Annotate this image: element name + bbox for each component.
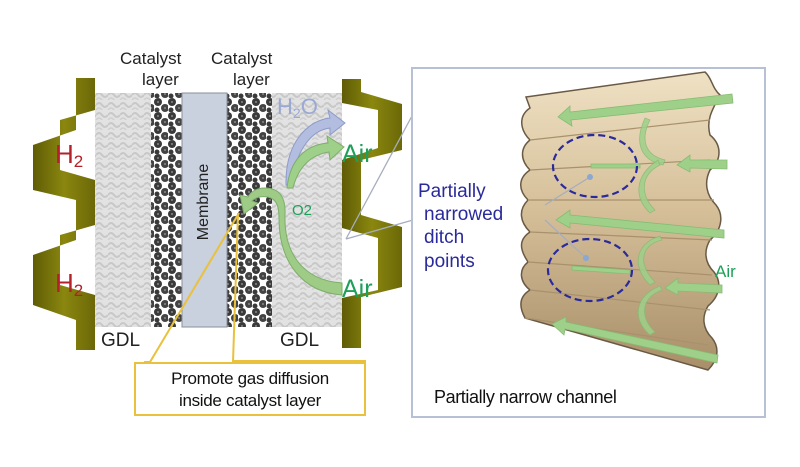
zoom-line-upper (345, 113, 414, 240)
air-arrow-to-outlet (286, 134, 345, 189)
membrane (181, 92, 228, 328)
air-arrow-1 (557, 93, 734, 127)
hydrogen-label-lower: H2 (55, 268, 84, 300)
catalyst-label-right-line1: Catalyst (211, 49, 273, 68)
ditch-marker-lower (583, 255, 589, 261)
air-curl-2 (638, 159, 661, 214)
gdl-left (95, 93, 151, 327)
air-arrow-into-catalyst (239, 187, 343, 296)
ditch-marker-upper (587, 174, 593, 180)
air-arrow-4 (555, 209, 725, 239)
ditch-label-line1: Partially (418, 181, 486, 202)
air-arrow-5 (664, 277, 723, 296)
ditch-label-line3: ditch (424, 227, 465, 248)
oxygen-label: O2 (292, 202, 313, 219)
gdl-label-left: GDL (101, 330, 141, 351)
ditch-label-line4: points (424, 251, 475, 272)
callout-text-line2: inside catalyst layer (178, 391, 322, 410)
air-curl-3 (637, 235, 663, 286)
separator-plate-right (342, 79, 402, 348)
air-flow-arrows (551, 93, 734, 364)
water-label: H2O (277, 94, 318, 121)
catalyst-label-left-line2: layer (142, 70, 179, 89)
gdl-label-right: GDL (280, 330, 320, 351)
air-label-upper: Air (342, 140, 373, 168)
air-arrow-7 (551, 316, 719, 364)
separator-plate-left (33, 78, 95, 350)
hydrogen-label-upper: H2 (55, 139, 84, 171)
panel-caption: Partially narrow channel (434, 387, 617, 407)
air-arrow-3 (590, 163, 641, 169)
zoom-line-lower (345, 219, 414, 240)
air-arrow-2 (676, 154, 728, 173)
channel-air-label: Air (715, 262, 736, 281)
air-label-lower: Air (342, 275, 373, 303)
narrowed-point-ellipse-lower (546, 237, 634, 303)
air-curl-4 (637, 285, 663, 336)
callout-box: Promote gas diffusion inside catalyst la… (134, 362, 366, 416)
air-arrow-6 (571, 265, 631, 275)
narrowed-point-ellipse-upper (551, 133, 639, 199)
catalyst-layer-left (151, 93, 182, 327)
air-curl-1 (639, 117, 666, 166)
catalyst-label-left-line1: Catalyst (120, 49, 182, 68)
ditch-leader-lower (544, 219, 587, 259)
callout-text-line1: Promote gas diffusion (171, 369, 329, 388)
ditch-label-line2: narrowed (424, 204, 504, 225)
ditch-leader-upper (544, 176, 591, 206)
catalyst-label-right-line2: layer (233, 70, 270, 89)
